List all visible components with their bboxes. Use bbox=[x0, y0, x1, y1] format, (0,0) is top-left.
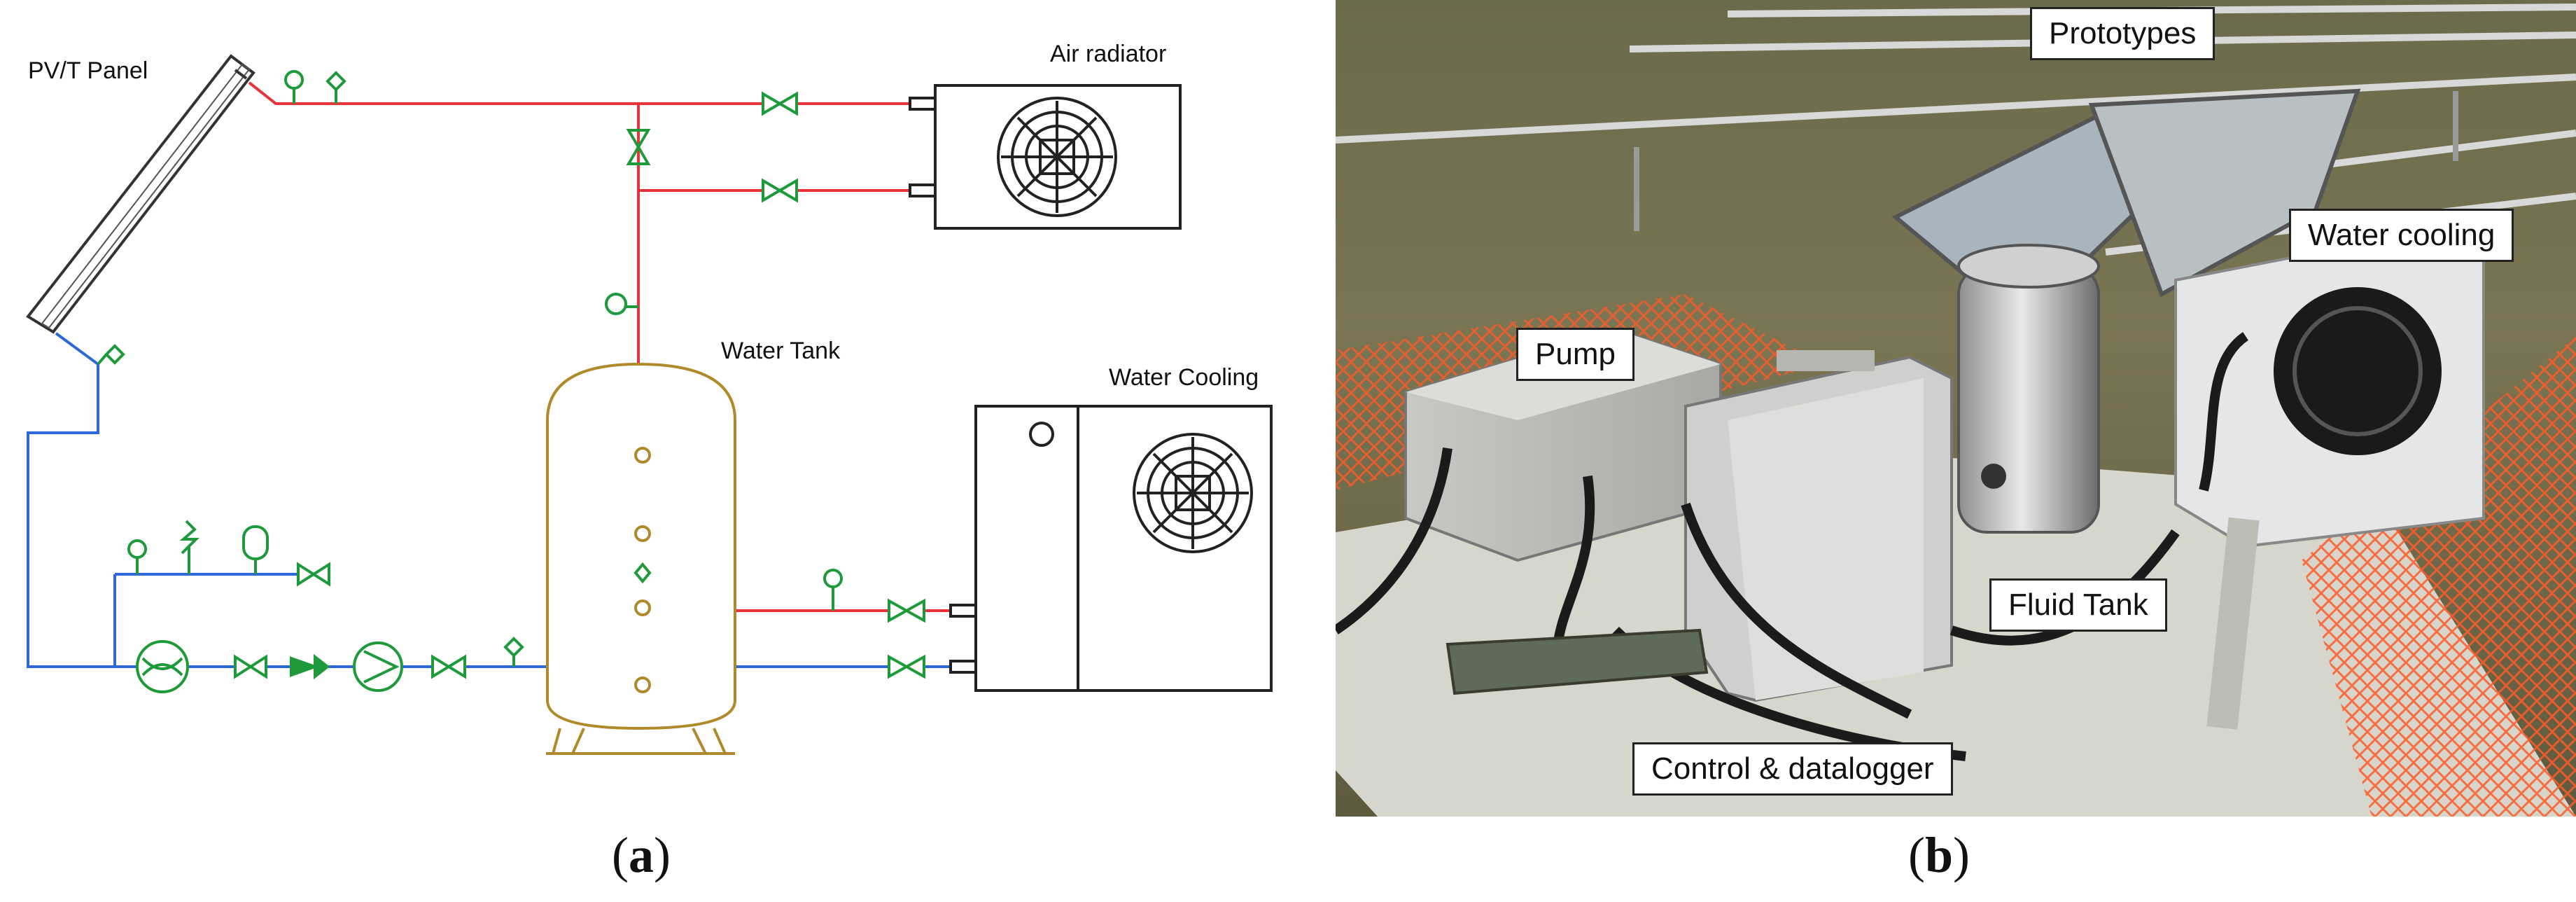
tank-instrument bbox=[634, 562, 652, 584]
air-radiator bbox=[909, 84, 1182, 230]
callout-water-cooling: Water cooling bbox=[2289, 209, 2514, 262]
caption-a: (a) bbox=[612, 827, 671, 883]
callout-prototypes: Prototypes bbox=[2030, 7, 2216, 60]
installation-photo: Prototypes Water cooling Pump Fluid Tank… bbox=[1336, 0, 2576, 817]
photo-illustration bbox=[1336, 0, 2576, 817]
pvt-panel bbox=[26, 54, 255, 334]
callout-fluid-tank: Fluid Tank bbox=[1989, 578, 2167, 632]
pvt-panel-label: PV/T Panel bbox=[28, 57, 148, 84]
fluid-tank-photo bbox=[1957, 244, 2100, 534]
schematic-diagram: PV/T Panel bbox=[26, 41, 1273, 755]
water-cooling-photo bbox=[2174, 229, 2485, 548]
air-radiator-label: Air radiator bbox=[1050, 41, 1166, 67]
control-cabinet-photo bbox=[1684, 350, 1953, 702]
callout-control-datalogger: Control & datalogger bbox=[1632, 742, 1953, 796]
water-tank-label: Water Tank bbox=[721, 338, 841, 364]
cold-circuit bbox=[27, 332, 952, 668]
instruments bbox=[97, 70, 925, 693]
callout-pump: Pump bbox=[1516, 328, 1634, 381]
water-tank bbox=[546, 362, 736, 755]
caption-b: (b) bbox=[1908, 827, 1970, 883]
water-cooling-unit bbox=[949, 405, 1273, 692]
hot-circuit bbox=[248, 81, 952, 612]
water-cooling-label: Water Cooling bbox=[1109, 364, 1259, 391]
